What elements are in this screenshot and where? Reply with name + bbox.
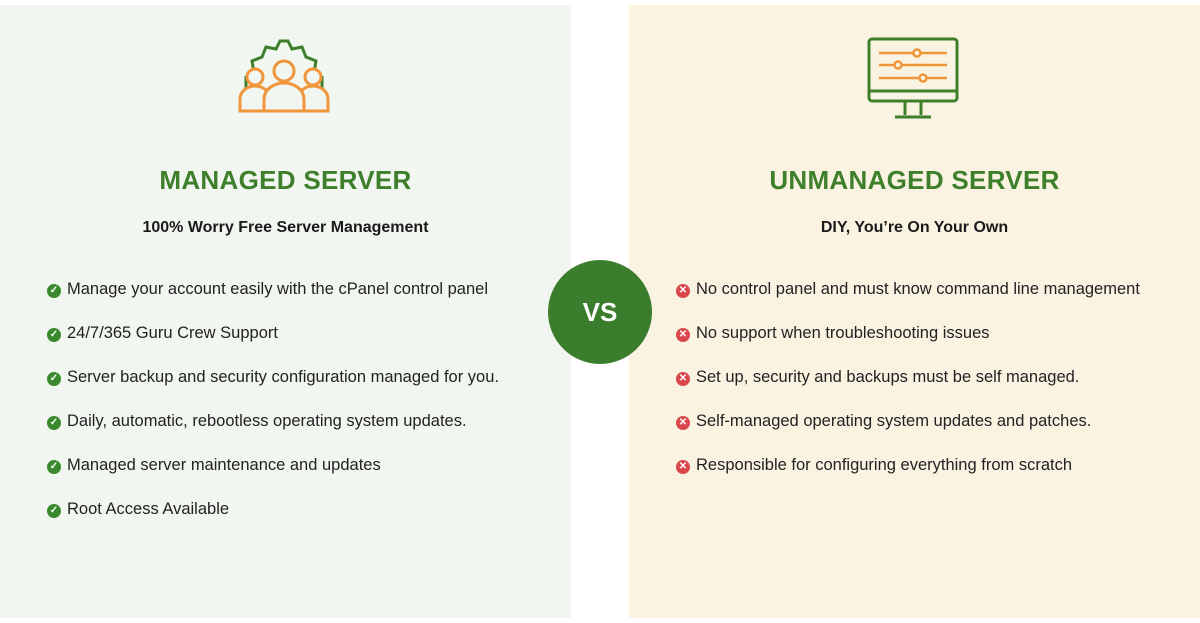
list-item: ✓Root Access Available bbox=[47, 497, 517, 522]
list-item: ✕No control panel and must know command … bbox=[676, 277, 1146, 302]
x-icon: ✕ bbox=[676, 460, 690, 474]
x-icon: ✕ bbox=[676, 416, 690, 430]
x-icon: ✕ bbox=[676, 284, 690, 298]
list-item: ✕Self-managed operating system updates a… bbox=[676, 409, 1146, 434]
managed-subtitle: 100% Worry Free Server Management bbox=[142, 219, 429, 236]
managed-server-panel: MANAGED SERVER 100% Worry Free Server Ma… bbox=[0, 5, 571, 618]
check-icon: ✓ bbox=[47, 460, 61, 474]
list-item: ✓Daily, automatic, rebootless operating … bbox=[47, 409, 517, 434]
check-icon: ✓ bbox=[47, 416, 61, 430]
team-gear-icon bbox=[238, 39, 330, 113]
monitor-sliders-icon bbox=[867, 37, 959, 119]
list-item: ✓Server backup and security configuratio… bbox=[47, 365, 517, 390]
check-icon: ✓ bbox=[47, 328, 61, 342]
vs-badge: VS bbox=[548, 260, 652, 364]
unmanaged-subtitle: DIY, You’re On Your Own bbox=[820, 219, 1009, 236]
list-item: ✓Managed server maintenance and updates bbox=[47, 453, 517, 478]
x-icon: ✕ bbox=[676, 372, 690, 386]
check-icon: ✓ bbox=[47, 372, 61, 386]
check-icon: ✓ bbox=[47, 284, 61, 298]
list-item: ✓Manage your account easily with the cPa… bbox=[47, 277, 517, 302]
managed-title: MANAGED SERVER bbox=[159, 165, 412, 195]
list-item: ✕Set up, security and backups must be se… bbox=[676, 365, 1146, 390]
check-icon: ✓ bbox=[47, 504, 61, 518]
unmanaged-server-panel: UNMANAGED SERVER DIY, You’re On Your Own… bbox=[629, 5, 1200, 618]
unmanaged-feature-list: ✕No control panel and must know command … bbox=[676, 277, 1146, 497]
managed-feature-list: ✓Manage your account easily with the cPa… bbox=[47, 277, 517, 541]
x-icon: ✕ bbox=[676, 328, 690, 342]
unmanaged-title: UNMANAGED SERVER bbox=[769, 165, 1060, 195]
list-item: ✓24/7/365 Guru Crew Support bbox=[47, 321, 517, 346]
list-item: ✕Responsible for configuring everything … bbox=[676, 453, 1146, 478]
list-item: ✕No support when troubleshooting issues bbox=[676, 321, 1146, 346]
